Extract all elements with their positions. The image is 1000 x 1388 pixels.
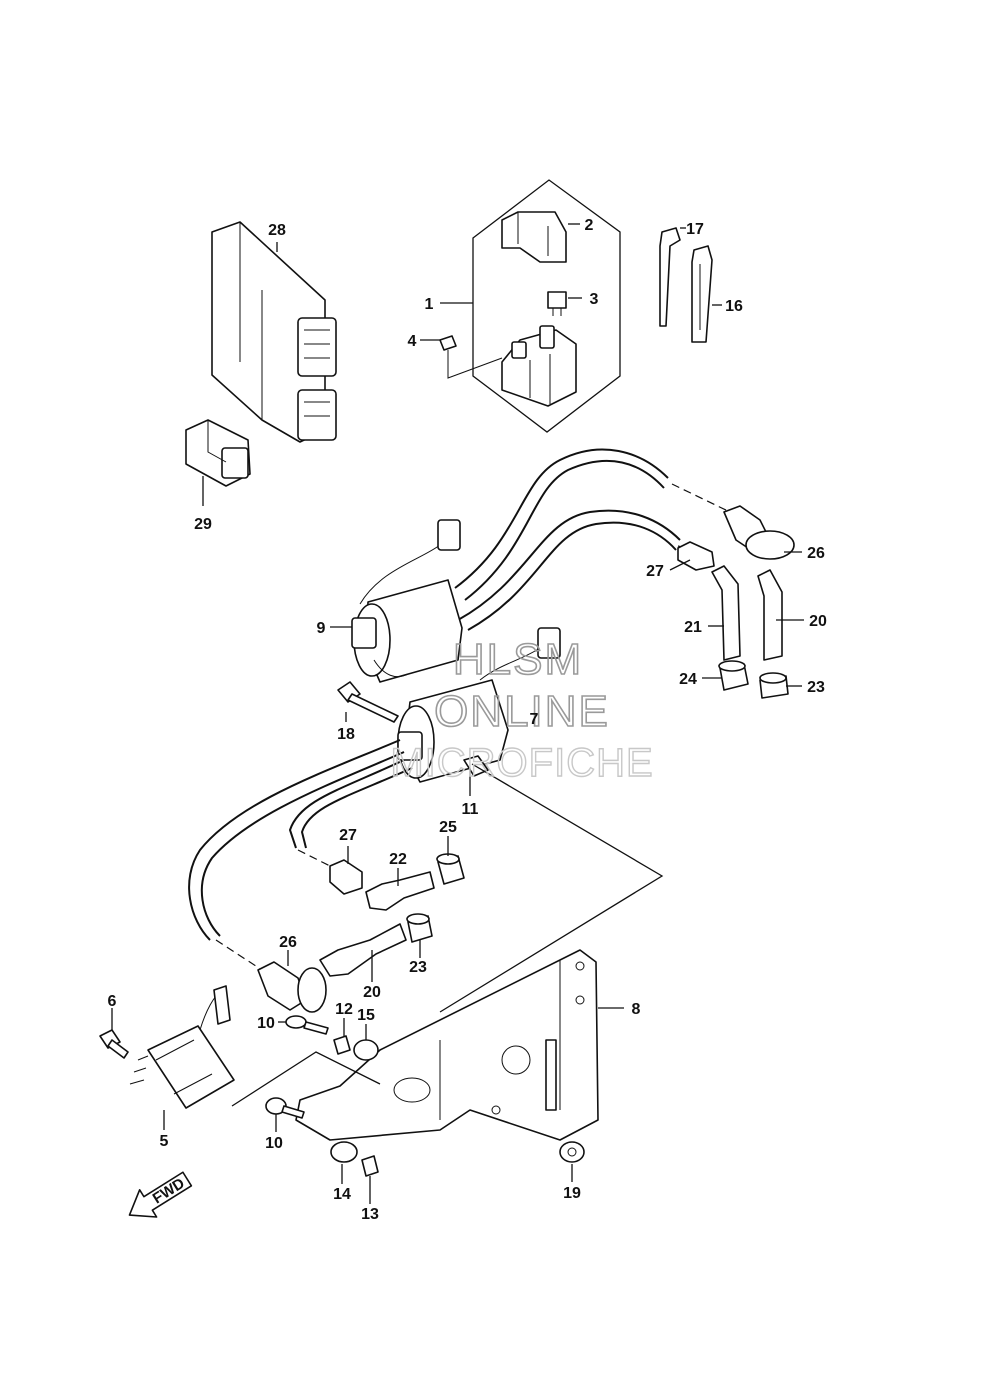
reference-line [439, 763, 664, 1013]
nut-part-19 [559, 1141, 585, 1163]
callout-labels: 28 29 1 2 3 4 17 16 26 27 21 20 24 23 9 … [108, 217, 827, 1223]
plug-cap-part-20-lower [319, 923, 407, 977]
grommet-part-23-upper [759, 672, 789, 699]
collar-part-13 [361, 1155, 379, 1177]
collar-part-12 [333, 1035, 351, 1055]
callout-1: 1 [425, 296, 434, 313]
callout-2: 2 [585, 217, 594, 234]
watermark-line2: ONLINE [434, 687, 610, 736]
leader-lines [111, 223, 804, 1204]
callout-12: 12 [335, 1001, 353, 1018]
callout-25: 25 [439, 819, 457, 836]
callout-29: 29 [194, 516, 212, 533]
rectifier-part-5 [129, 985, 235, 1109]
callout-24: 24 [679, 671, 697, 688]
callout-13: 13 [361, 1206, 379, 1223]
callout-26-lower: 26 [279, 934, 297, 951]
grommet-part-23-lower [406, 913, 433, 943]
plug-cap-part-22 [365, 871, 435, 911]
grommet-part-15 [353, 1039, 379, 1061]
callout-6: 6 [108, 993, 117, 1010]
hightension-leads-upper [454, 448, 731, 631]
cap-part-27-upper [677, 541, 715, 571]
bolt-part-10-lower [265, 1097, 305, 1119]
callout-23-upper: 23 [807, 679, 825, 696]
callout-9: 9 [317, 620, 326, 637]
relay-box-outline [439, 179, 621, 433]
plug-cap-part-26-lower [257, 961, 327, 1013]
ignition-coil-part-7 [397, 627, 561, 783]
callout-10-lower: 10 [265, 1135, 283, 1152]
callout-20-lower: 20 [363, 984, 381, 1001]
hightension-leads-lower [188, 739, 413, 971]
connector-part-29 [185, 419, 251, 487]
callout-17: 17 [686, 221, 704, 238]
plug-cap-part-21 [711, 565, 741, 661]
callout-19: 19 [563, 1185, 581, 1202]
callout-3: 3 [590, 291, 599, 308]
callout-8: 8 [632, 1001, 641, 1018]
callout-22: 22 [389, 851, 407, 868]
callout-28: 28 [268, 222, 286, 239]
callout-11: 11 [462, 801, 479, 818]
bolt-part-6 [99, 1029, 129, 1059]
bolt-part-18 [337, 681, 399, 723]
fwd-arrow-icon: FWD [128, 1171, 193, 1218]
callout-16: 16 [725, 298, 743, 315]
reference-line-2 [231, 1051, 381, 1107]
clamp-part-16 [691, 245, 713, 343]
callout-20-upper: 20 [809, 613, 827, 630]
ignition-coil-part-9 [351, 519, 463, 683]
callout-10-upper: 10 [257, 1015, 275, 1032]
watermark: HLSM ONLINE MICROFICHE [390, 634, 654, 786]
grommet-part-25 [436, 853, 465, 885]
bracket-part-8 [295, 949, 599, 1141]
callout-27-lower: 27 [339, 827, 357, 844]
callout-18: 18 [337, 726, 355, 743]
callout-5: 5 [160, 1133, 169, 1150]
callout-27-upper: 27 [646, 563, 664, 580]
callout-26-upper: 26 [807, 545, 825, 562]
watermark-line1: HLSM [453, 635, 583, 684]
callout-21: 21 [684, 619, 702, 636]
callout-14: 14 [333, 1186, 351, 1203]
callout-15: 15 [357, 1007, 375, 1024]
ecm-unit-part [211, 221, 337, 443]
cable-tie-part-17 [659, 227, 681, 327]
callout-23-lower: 23 [409, 959, 427, 976]
grommet-part-14 [330, 1141, 358, 1163]
cap-part-27-lower [329, 859, 363, 895]
watermark-line3: MICROFICHE [390, 741, 653, 785]
callout-4: 4 [408, 333, 417, 350]
plug-cap-part-26-upper [723, 505, 795, 560]
plug-cap-part-20-upper [757, 569, 783, 661]
callout-7: 7 [530, 711, 539, 728]
grommet-part-24 [718, 660, 749, 691]
bolt-part-10-upper [285, 1015, 329, 1035]
